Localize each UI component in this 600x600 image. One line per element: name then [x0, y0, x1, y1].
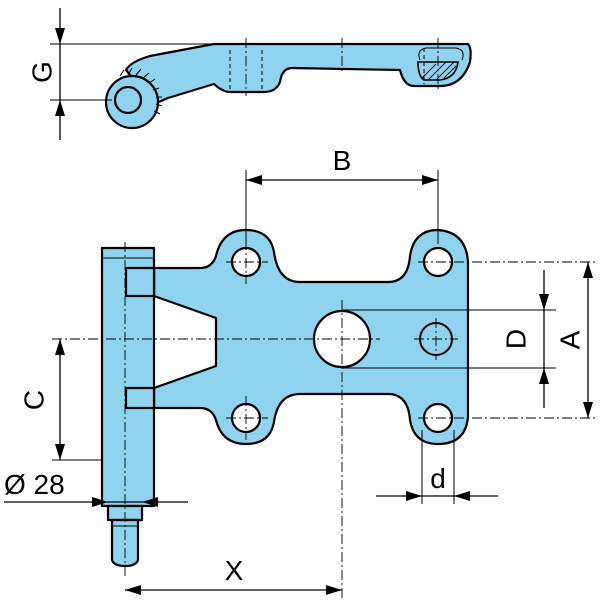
dimension-d-lower: d [376, 430, 498, 504]
dimension-x: X [125, 555, 342, 595]
label-c: C [18, 390, 49, 410]
dimension-b: B [245, 145, 439, 244]
side-view-knuckle [104, 67, 163, 130]
side-view: G [26, 8, 472, 140]
dimension-c: C [18, 339, 102, 461]
side-view-plate [124, 42, 472, 106]
dimension-diameter: Ø 28 [4, 469, 188, 507]
label-x: X [225, 555, 244, 586]
dimension-g: G [26, 8, 214, 140]
label-b: B [333, 145, 352, 176]
dimension-d-upper: D [342, 270, 556, 408]
front-view-plate [152, 228, 470, 446]
front-view [52, 228, 598, 600]
label-a: A [554, 330, 585, 349]
label-d-lower: d [430, 463, 446, 494]
hinge-tab-lower [124, 386, 156, 410]
label-diameter: Ø 28 [4, 469, 65, 500]
hinge-tab-upper [124, 266, 156, 298]
label-g: G [26, 61, 57, 83]
label-d-upper: D [500, 329, 531, 349]
dimension-a: A [554, 262, 593, 418]
